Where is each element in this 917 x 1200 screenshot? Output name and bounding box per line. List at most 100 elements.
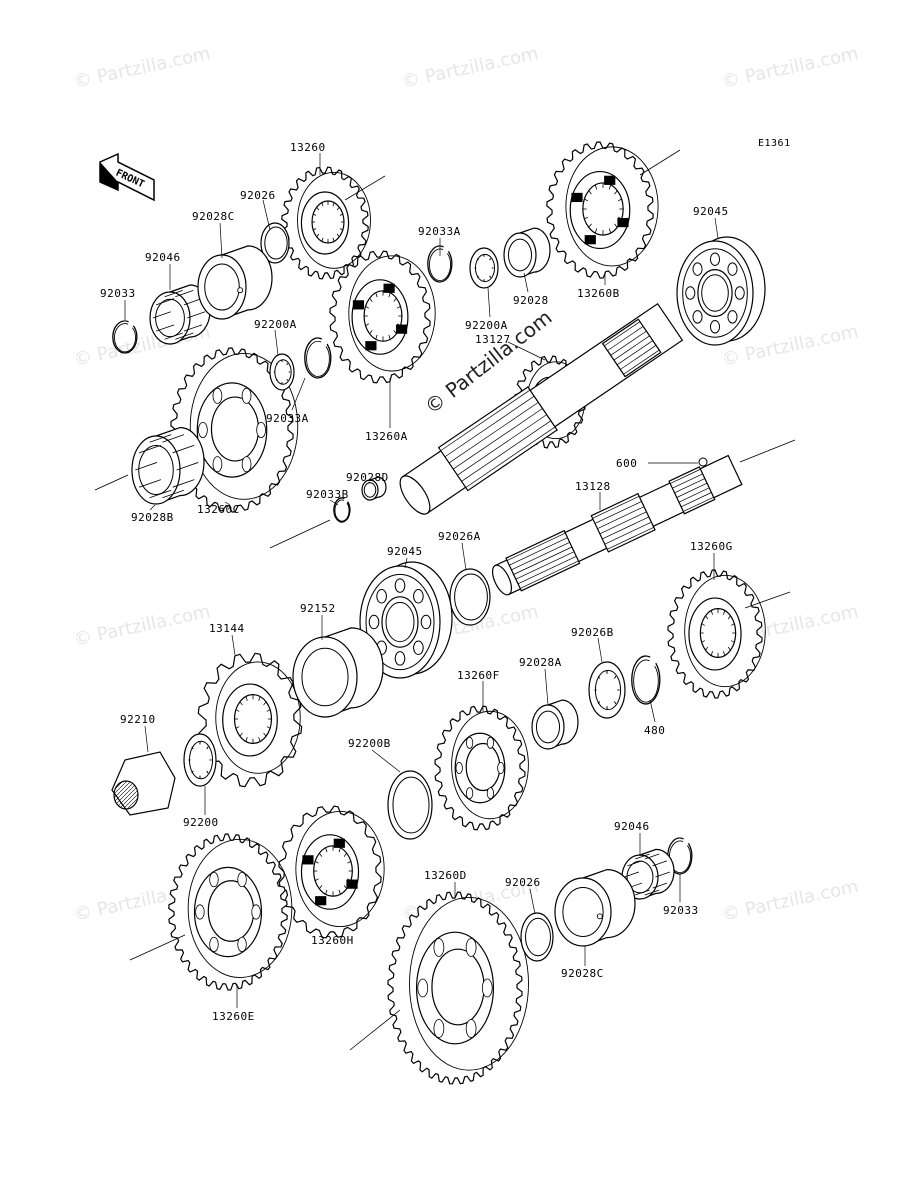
- leader-line: [371, 749, 401, 773]
- part-label-92026[interactable]: 92026: [240, 189, 276, 202]
- part-label-13260h[interactable]: 13260H: [311, 934, 354, 947]
- lower-axis-line: [349, 1009, 401, 1051]
- gear-13260d: [387, 891, 529, 1085]
- part-label-92028b[interactable]: 92028B: [131, 511, 174, 524]
- part-label-13260a[interactable]: 13260A: [365, 430, 408, 443]
- front-arrow-icon: FRONT: [99, 152, 155, 202]
- leader-line: [544, 668, 549, 706]
- collar-92028a: [531, 699, 579, 750]
- ball-bearing-92045: [676, 236, 766, 346]
- sprocket-13144: [197, 652, 303, 788]
- gear-13260f: [434, 705, 529, 831]
- gear-13260h: [278, 805, 385, 939]
- circlip-92033a: [427, 245, 453, 283]
- leader-line: [219, 222, 223, 259]
- mid-axis-line: [739, 439, 796, 463]
- part-label-92046[interactable]: 92046: [614, 820, 650, 833]
- part-label-92028a[interactable]: 92028A: [519, 656, 562, 669]
- part-label-480[interactable]: 480: [644, 724, 666, 737]
- part-label-13127[interactable]: 13127: [475, 333, 511, 346]
- upper-axis-line: [94, 474, 129, 491]
- circlip-480: [631, 655, 661, 705]
- part-label-92028c[interactable]: 92028C: [192, 210, 235, 223]
- toothed-washer-92200: [183, 733, 217, 787]
- leader-line: [523, 272, 529, 293]
- leader-line: [144, 725, 149, 753]
- part-label-13144[interactable]: 13144: [209, 622, 245, 635]
- part-label-92210[interactable]: 92210: [120, 713, 156, 726]
- part-label-92045[interactable]: 92045: [693, 205, 729, 218]
- part-label-92026[interactable]: 92026: [505, 876, 541, 889]
- part-label-92200b[interactable]: 92200B: [348, 737, 391, 750]
- part-label-92152[interactable]: 92152: [300, 602, 336, 615]
- lower-axis-line: [129, 934, 186, 961]
- collar-92028: [503, 227, 551, 278]
- part-label-92026b[interactable]: 92026B: [571, 626, 614, 639]
- leader-line: [507, 341, 546, 361]
- part-label-13260[interactable]: 13260: [290, 141, 326, 154]
- part-label-92033[interactable]: 92033: [663, 904, 699, 917]
- circlip-92033a: [304, 337, 332, 379]
- upper-axis-line: [344, 175, 386, 201]
- leader-line: [367, 481, 371, 484]
- part-label-13128[interactable]: 13128: [575, 480, 611, 493]
- leader-line: [262, 199, 271, 231]
- leader-line: [224, 501, 231, 506]
- circlip-92033: [112, 320, 138, 354]
- leader-line: [487, 287, 491, 318]
- upper-axis-line: [639, 149, 681, 176]
- leader-line: [329, 499, 339, 506]
- bushing-92028d: [361, 476, 387, 501]
- leader-line: [714, 217, 719, 239]
- part-label-92200[interactable]: 92200: [183, 816, 219, 829]
- washer-92200b: [387, 770, 433, 840]
- leader-line: [597, 637, 603, 663]
- leader-line: [274, 329, 279, 356]
- leader-line: [649, 699, 656, 723]
- toothed-washer-92200a: [269, 353, 295, 391]
- part-label-92033b[interactable]: 92033B: [306, 488, 349, 501]
- mid-axis-line: [269, 519, 331, 549]
- part-label-92200a[interactable]: 92200A: [465, 319, 508, 332]
- washer-92026a: [449, 568, 491, 626]
- part-label-92033a[interactable]: 92033A: [266, 412, 309, 425]
- part-label-92028[interactable]: 92028: [513, 294, 549, 307]
- circlip-92033b: [333, 497, 351, 523]
- lower-axis-line: [744, 591, 791, 609]
- gear-13260: [281, 166, 371, 280]
- part-label-13260b[interactable]: 13260B: [577, 287, 620, 300]
- collar-92028c: [554, 868, 636, 947]
- washer-92026: [260, 222, 290, 264]
- leader-line: [529, 888, 536, 915]
- gear-13260e: [168, 833, 293, 991]
- toothed-washer-92026b: [588, 661, 626, 719]
- part-label-92026a[interactable]: 92026A: [438, 530, 481, 543]
- part-label-92033[interactable]: 92033: [100, 287, 136, 300]
- washer-92026: [520, 912, 554, 962]
- part-label-13260c[interactable]: 13260C: [197, 503, 240, 516]
- part-label-92028c[interactable]: 92028C: [561, 967, 604, 980]
- nut-thread-92210: [113, 780, 139, 810]
- part-label-13260g[interactable]: 13260G: [690, 540, 733, 553]
- gear-13260g: [667, 569, 766, 699]
- part-label-13260f[interactable]: 13260F: [457, 669, 500, 682]
- part-label-92033a[interactable]: 92033A: [418, 225, 461, 238]
- part-label-92046[interactable]: 92046: [145, 251, 181, 264]
- shaft-13128: [491, 454, 743, 596]
- leader-line: [149, 504, 156, 511]
- ball-600: [698, 457, 708, 467]
- collar-92152: [292, 627, 384, 718]
- part-label-92045[interactable]: 92045: [387, 545, 423, 558]
- part-label-92200a[interactable]: 92200A: [254, 318, 297, 331]
- shaft-13127: [399, 302, 684, 515]
- diagram-code: E1361: [758, 138, 791, 149]
- leader-line: [404, 557, 408, 569]
- gear-13260b: [546, 141, 659, 279]
- needle-bearing-92046: [149, 284, 211, 345]
- gear-13260a: [329, 250, 436, 384]
- part-label-92028d[interactable]: 92028D: [346, 471, 389, 484]
- part-label-600[interactable]: 600: [616, 457, 638, 470]
- part-label-13260d[interactable]: 13260D: [424, 869, 467, 882]
- part-label-13260e[interactable]: 13260E: [212, 1010, 255, 1023]
